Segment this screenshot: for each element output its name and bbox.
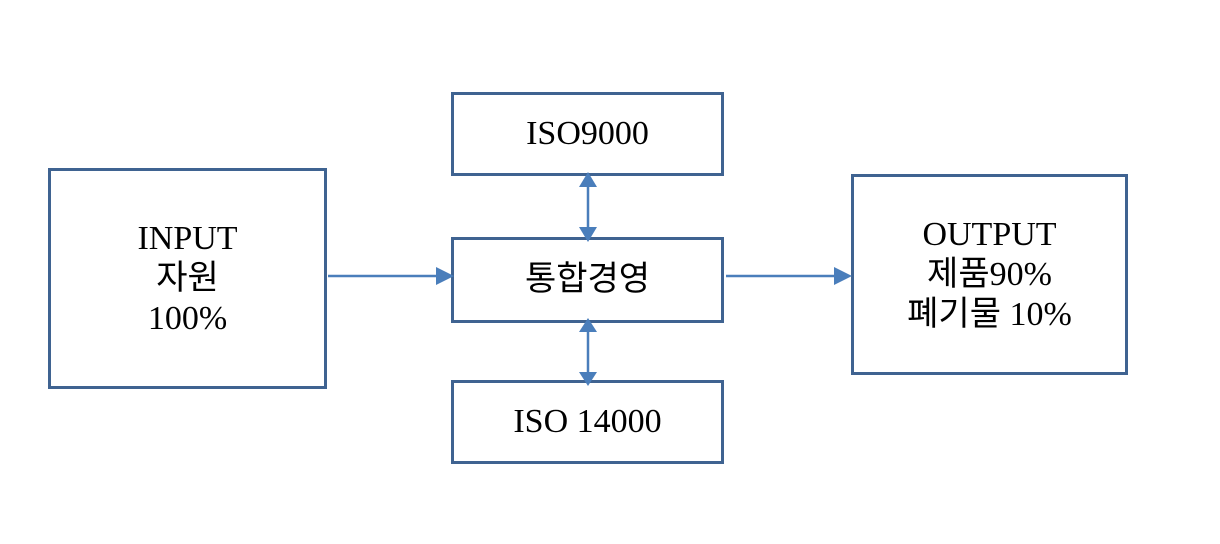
output-box[interactable]: OUTPUT 제품90% 폐기물 10% xyxy=(851,174,1128,375)
iso14000-box[interactable]: ISO 14000 xyxy=(451,380,724,464)
iso9000-box[interactable]: ISO9000 xyxy=(451,92,724,176)
output-box-label: OUTPUT 제품90% 폐기물 10% xyxy=(907,215,1072,333)
iso9000-box-label: ISO9000 xyxy=(526,115,649,152)
integrated-management-box-label: 통합경영 xyxy=(524,261,651,298)
double-arrow-center-iso14000-icon xyxy=(579,318,597,386)
arrow-center-to-output-icon xyxy=(726,267,852,285)
double-arrow-iso9000-center-icon xyxy=(579,172,597,242)
arrow-input-to-center-icon xyxy=(328,267,454,285)
integrated-management-box[interactable]: 통합경영 xyxy=(451,237,724,323)
input-box[interactable]: INPUT 자원 100% xyxy=(48,168,327,389)
iso14000-box-label: ISO 14000 xyxy=(513,403,662,440)
input-box-label: INPUT 자원 100% xyxy=(137,219,238,337)
